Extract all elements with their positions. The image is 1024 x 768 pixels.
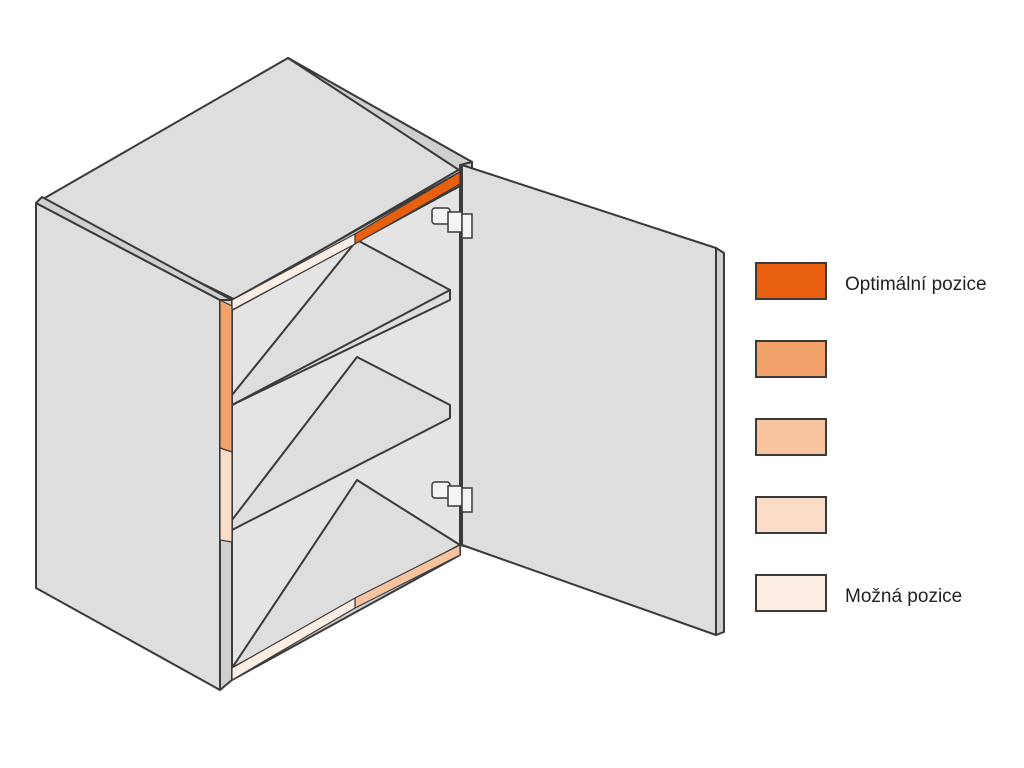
legend-swatch-optimal [755, 262, 827, 300]
legend-swatch-2 [755, 340, 827, 378]
edge-side-lower [219, 447, 233, 543]
legend-swatch-4 [755, 496, 827, 534]
cabinet-door-side-edge [715, 247, 725, 636]
edge-bottom-front [231, 596, 356, 682]
legend-swatch-possible [755, 574, 827, 612]
legend-label-optimal: Optimální pozice [845, 274, 987, 295]
legend-label-possible: Možná pozice [845, 586, 963, 607]
cabinet-door [461, 164, 717, 636]
edge-side-upper [219, 299, 233, 453]
legend-swatch-3 [755, 418, 827, 456]
hinge-bottom-icon [431, 481, 473, 513]
hinge-top-icon [431, 207, 473, 239]
